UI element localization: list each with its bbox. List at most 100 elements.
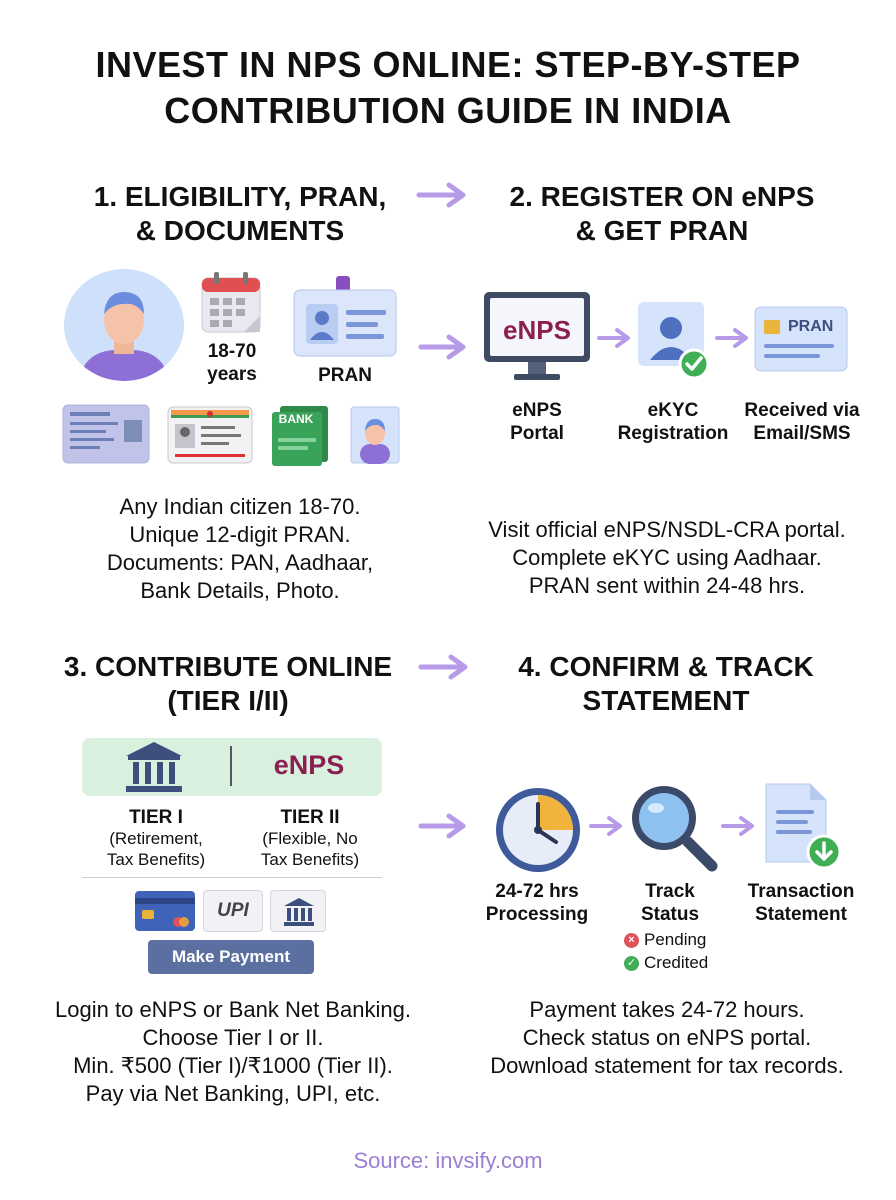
monitor-icon <box>484 292 590 380</box>
caption-line: Registration <box>617 423 729 444</box>
tier1-desc-line: Tax Benefits) <box>106 850 206 869</box>
step1-heading-line2: & DOCUMENTS <box>135 215 345 246</box>
step3-desc-line: Choose Tier I or II. <box>142 1025 324 1050</box>
step1-desc-line: Any Indian citizen 18-70. <box>119 494 361 519</box>
bank-building-icon <box>126 742 182 792</box>
step2-desc-line: PRAN sent within 24-48 hrs. <box>528 573 806 598</box>
track-status-caption: Track Status <box>620 880 720 926</box>
step4-desc-line: Check status on eNPS portal. <box>522 1025 812 1050</box>
net-banking-method[interactable] <box>270 890 326 932</box>
step4-description: Payment takes 24-72 hours. Check status … <box>452 996 882 1080</box>
caption-line: Processing <box>485 904 589 925</box>
step4-heading: 4. CONFIRM & TRACK STATEMENT <box>466 650 866 718</box>
tier-divider <box>230 746 232 786</box>
step1-desc-line: Unique 12-digit PRAN. <box>129 522 351 547</box>
tier1-description: (Retirement, Tax Benefits) <box>88 828 224 870</box>
received-via-caption: Received via Email/SMS <box>734 399 870 445</box>
tier2-title: TIER II <box>280 807 340 828</box>
upi-label: UPI <box>217 900 249 921</box>
processing-caption: 24-72 hrs Processing <box>478 880 596 926</box>
age-caption-line1: 18-70 <box>207 341 257 362</box>
step3-heading: 3. CONTRIBUTE ONLINE (TIER I/II) <box>28 650 428 718</box>
caption-line: Received via <box>744 400 860 421</box>
age-caption: 18-70 years <box>192 340 272 386</box>
caption-line: eKYC <box>647 400 699 421</box>
step3-desc-line: Login to eNPS or Bank Net Banking. <box>55 997 411 1022</box>
caption-line: Email/SMS <box>753 423 851 444</box>
step4-heading-line2: STATEMENT <box>582 685 750 716</box>
pran-card-icon <box>754 306 848 372</box>
aadhaar-card-icon <box>167 406 253 464</box>
step1-heading-line1: 1. ELIGIBILITY, PRAN, <box>93 181 387 212</box>
enps-portal-caption: eNPS Portal <box>487 399 587 445</box>
pran-card-text: PRAN <box>788 318 834 335</box>
tier2-desc-line: Tax Benefits) <box>260 850 360 869</box>
step1-heading: 1. ELIGIBILITY, PRAN, & DOCUMENTS <box>40 180 440 248</box>
caption-line: Track <box>645 881 695 902</box>
caption-line: Transaction <box>747 881 855 902</box>
credit-card-icon[interactable] <box>134 890 196 932</box>
tier1-desc-line: (Retirement, <box>109 829 203 848</box>
ekyc-user-verified-icon <box>638 302 710 380</box>
bank-badge-label: BANK <box>278 412 314 426</box>
title-line-1: INVEST IN NPS ONLINE: STEP-BY-STEP <box>95 44 801 85</box>
make-payment-button[interactable]: Make Payment <box>148 940 314 974</box>
clock-icon <box>496 788 580 872</box>
step4-heading-line1: 4. CONFIRM & TRACK <box>518 651 814 682</box>
transaction-statement-caption: Transaction Statement <box>736 880 866 926</box>
tier2-desc-line: (Flexible, No <box>262 829 358 848</box>
caption-line: Statement <box>755 904 847 925</box>
arrow-icon <box>418 334 466 360</box>
arrow-icon <box>597 328 630 348</box>
step1-desc-line: Bank Details, Photo. <box>140 578 340 603</box>
statement-download-icon <box>765 783 842 870</box>
arrow-icon <box>589 816 622 836</box>
step2-heading-line2: & GET PRAN <box>575 215 749 246</box>
status-credited-label: Credited <box>644 953 709 972</box>
caption-line: Status <box>640 904 700 925</box>
step3-desc-line: Pay via Net Banking, UPI, etc. <box>85 1081 381 1106</box>
caption-line: 24-72 hrs <box>495 881 579 902</box>
step3-heading-line1: 3. CONTRIBUTE ONLINE <box>63 651 393 682</box>
status-pending-label: Pending <box>644 930 707 949</box>
status-pending: × Pending <box>624 929 706 951</box>
tier2-description: (Flexible, No Tax Benefits) <box>242 828 378 870</box>
calendar-icon <box>201 272 261 333</box>
pan-card-icon <box>62 404 150 464</box>
step1-description: Any Indian citizen 18-70. Unique 12-digi… <box>40 493 440 605</box>
enps-logo-text: eNPS <box>273 750 345 780</box>
step3-heading-line2: (TIER I/II) <box>167 685 289 716</box>
title-line-2: CONTRIBUTION GUIDE IN INDIA <box>164 90 732 131</box>
credited-check-icon: ✓ <box>624 955 639 971</box>
person-avatar-icon <box>64 269 184 381</box>
divider <box>82 877 382 878</box>
step2-heading: 2. REGISTER ON eNPS & GET PRAN <box>462 180 862 248</box>
step2-desc-line: Complete eKYC using Aadhaar. <box>512 545 822 570</box>
arrow-icon <box>416 182 466 208</box>
upi-method[interactable]: UPI <box>203 890 263 932</box>
enps-monitor-text: eNPS <box>503 315 571 345</box>
age-caption-line2: years <box>207 364 257 385</box>
step2-heading-line1: 2. REGISTER ON eNPS <box>509 181 815 212</box>
step2-desc-line: Visit official eNPS/NSDL-CRA portal. <box>488 517 846 542</box>
source-link[interactable]: Source: invsify.com <box>353 1148 543 1173</box>
step4-desc-line: Download statement for tax records. <box>490 1053 844 1078</box>
bank-passbook-icon <box>272 406 328 466</box>
pending-x-icon: × <box>624 932 639 948</box>
arrow-icon <box>715 328 748 348</box>
arrow-icon <box>418 813 466 839</box>
step1-desc-line: Documents: PAN, Aadhaar, <box>106 550 374 575</box>
arrow-icon <box>721 816 754 836</box>
caption-line: eNPS <box>512 400 562 421</box>
step3-desc-line: Min. ₹500 (Tier I)/₹1000 (Tier II). <box>73 1053 393 1078</box>
step2-description: Visit official eNPS/NSDL-CRA portal. Com… <box>452 516 882 600</box>
magnifier-icon <box>632 786 718 872</box>
pran-caption: PRAN <box>318 365 372 386</box>
page-title: INVEST IN NPS ONLINE: STEP-BY-STEP CONTR… <box>0 42 896 134</box>
status-credited: ✓ Credited <box>624 952 708 974</box>
ekyc-registration-caption: eKYC Registration <box>605 399 741 445</box>
pran-id-card-icon <box>293 276 397 357</box>
step4-desc-line: Payment takes 24-72 hours. <box>529 997 805 1022</box>
photo-icon <box>350 406 400 464</box>
tier1-title: TIER I <box>129 807 183 828</box>
